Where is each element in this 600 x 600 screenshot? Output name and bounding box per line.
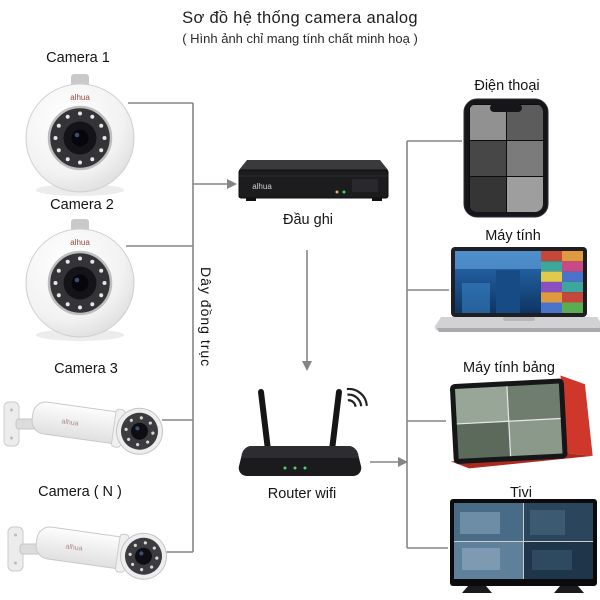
phone-notch bbox=[490, 104, 522, 112]
dvr-top-face bbox=[239, 160, 388, 170]
client-bus-arrowhead bbox=[398, 457, 408, 467]
router-antenna-left bbox=[258, 389, 271, 453]
laptop-base-lip bbox=[437, 328, 600, 332]
cameraN-label: Camera ( N ) bbox=[38, 484, 122, 500]
camera1-label: Camera 1 bbox=[46, 50, 110, 66]
tablet-label: Máy tính bảng bbox=[463, 360, 555, 376]
camera2-label: Camera 2 bbox=[50, 197, 114, 213]
dvr-brand-text: alhua bbox=[252, 182, 272, 191]
laptop-base bbox=[434, 317, 600, 332]
laptop-label: Máy tính bbox=[485, 228, 541, 244]
router-label: Router wifi bbox=[267, 486, 337, 502]
dvr-arrowhead bbox=[227, 179, 237, 189]
camera3-bullet bbox=[3, 392, 166, 458]
diagram-title: Sơ đồ hệ thống camera analog bbox=[182, 9, 418, 27]
tv-foot-right bbox=[554, 586, 584, 593]
dvr-front-panel bbox=[238, 169, 389, 199]
phone-illustration bbox=[463, 98, 549, 218]
tablet-cover-right bbox=[560, 375, 593, 456]
camera1-dome bbox=[24, 72, 136, 198]
phone-label: Điện thoại bbox=[474, 78, 540, 94]
router-illustration bbox=[238, 387, 368, 477]
dvr-label: Đầu ghi bbox=[283, 212, 333, 228]
tablet-illustration bbox=[450, 375, 593, 469]
laptop-hinge-notch bbox=[503, 317, 535, 321]
router-leds bbox=[283, 466, 307, 470]
phone-screen bbox=[469, 104, 543, 212]
dvr-button-panel bbox=[352, 179, 378, 192]
laptop-screen bbox=[455, 251, 583, 313]
router-antenna-right bbox=[329, 389, 342, 453]
dvr-illustration: alhua bbox=[238, 160, 389, 201]
cameraN-bullet bbox=[7, 517, 170, 583]
laptop-illustration bbox=[434, 247, 600, 332]
tv-label: Tivi bbox=[509, 485, 533, 501]
dvr-led-amber bbox=[335, 190, 339, 194]
dvr-led-green bbox=[342, 190, 346, 194]
router-top-face bbox=[241, 445, 359, 458]
connector-lines bbox=[126, 102, 462, 553]
tv-screen bbox=[454, 503, 593, 579]
camera3-label: Camera 3 bbox=[54, 361, 118, 377]
diagram-subtitle: ( Hình ảnh chỉ mang tính chất minh hoạ ) bbox=[182, 31, 418, 46]
dvr-foot bbox=[372, 198, 382, 201]
coax-cable-label: Dây đồng trục bbox=[198, 267, 214, 368]
tv-illustration bbox=[450, 499, 597, 593]
arrowheads bbox=[227, 179, 408, 467]
router-arrowhead bbox=[302, 361, 312, 371]
camera2-dome bbox=[24, 217, 136, 343]
tv-foot-left bbox=[462, 586, 492, 593]
dvr-foot bbox=[246, 198, 256, 201]
wifi-signal-icon bbox=[346, 387, 368, 407]
tablet-screen bbox=[455, 383, 563, 459]
